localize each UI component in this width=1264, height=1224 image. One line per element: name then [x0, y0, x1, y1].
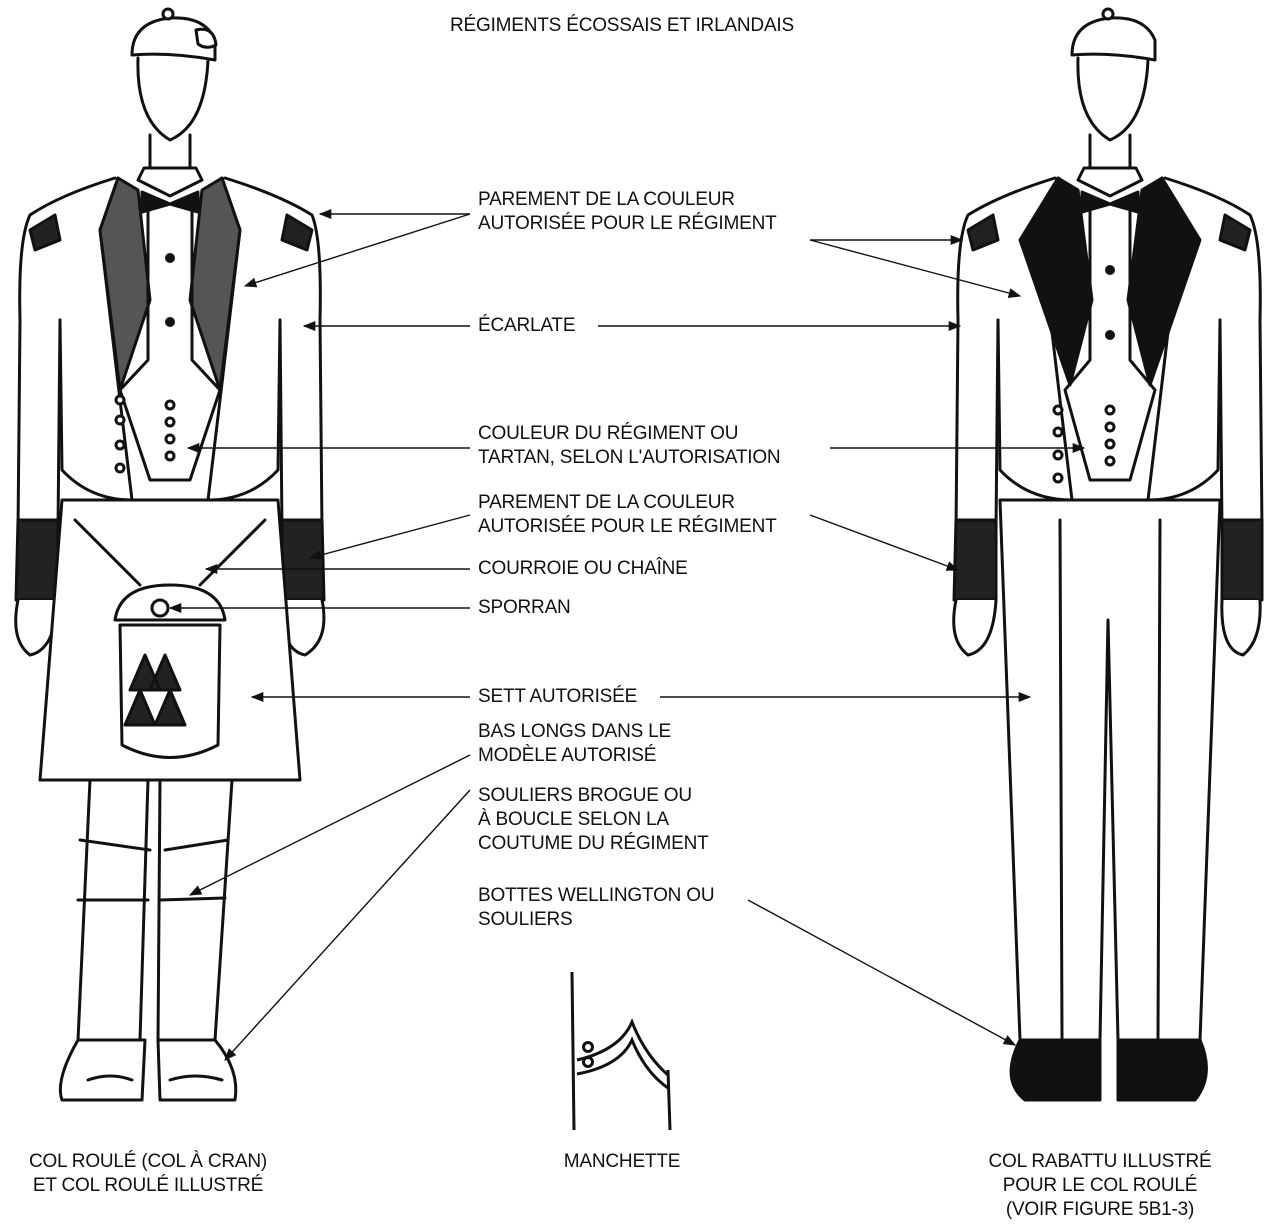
- callout-parement-top: PAREMENT DE LA COULEUR AUTORISÉE POUR LE…: [478, 188, 777, 236]
- caption-right: COL RABATTU ILLUSTRÉ POUR LE COL ROULÉ (…: [950, 1150, 1250, 1222]
- callout-sett: SETT AUTORISÉE: [478, 685, 637, 709]
- callout-couleur-regiment: COULEUR DU RÉGIMENT OU TARTAN, SELON L'A…: [478, 422, 780, 470]
- callout-courroie: COURROIE OU CHAÎNE: [478, 557, 688, 581]
- callout-parement-cuff: PAREMENT DE LA COULEUR AUTORISÉE POUR LE…: [478, 491, 777, 539]
- callout-sporran: SPORRAN: [478, 596, 571, 620]
- callout-bottes: BOTTES WELLINGTON OU SOULIERS: [478, 884, 714, 932]
- caption-left: COL ROULÉ (COL À CRAN) ET COL ROULÉ ILLU…: [0, 1150, 296, 1198]
- caption-center: MANCHETTE: [520, 1150, 724, 1174]
- cuff-detail: [572, 972, 670, 1130]
- callout-ecarlate: ÉCARLATE: [478, 314, 575, 338]
- left-figure-kilt: [16, 9, 324, 1100]
- callout-souliers-brogue: SOULIERS BROGUE OU À BOUCLE SELON LA COU…: [478, 784, 709, 856]
- right-figure-trews: [954, 9, 1262, 1100]
- callout-bas-longs: BAS LONGS DANS LE MODÈLE AUTORISÉ: [478, 720, 671, 768]
